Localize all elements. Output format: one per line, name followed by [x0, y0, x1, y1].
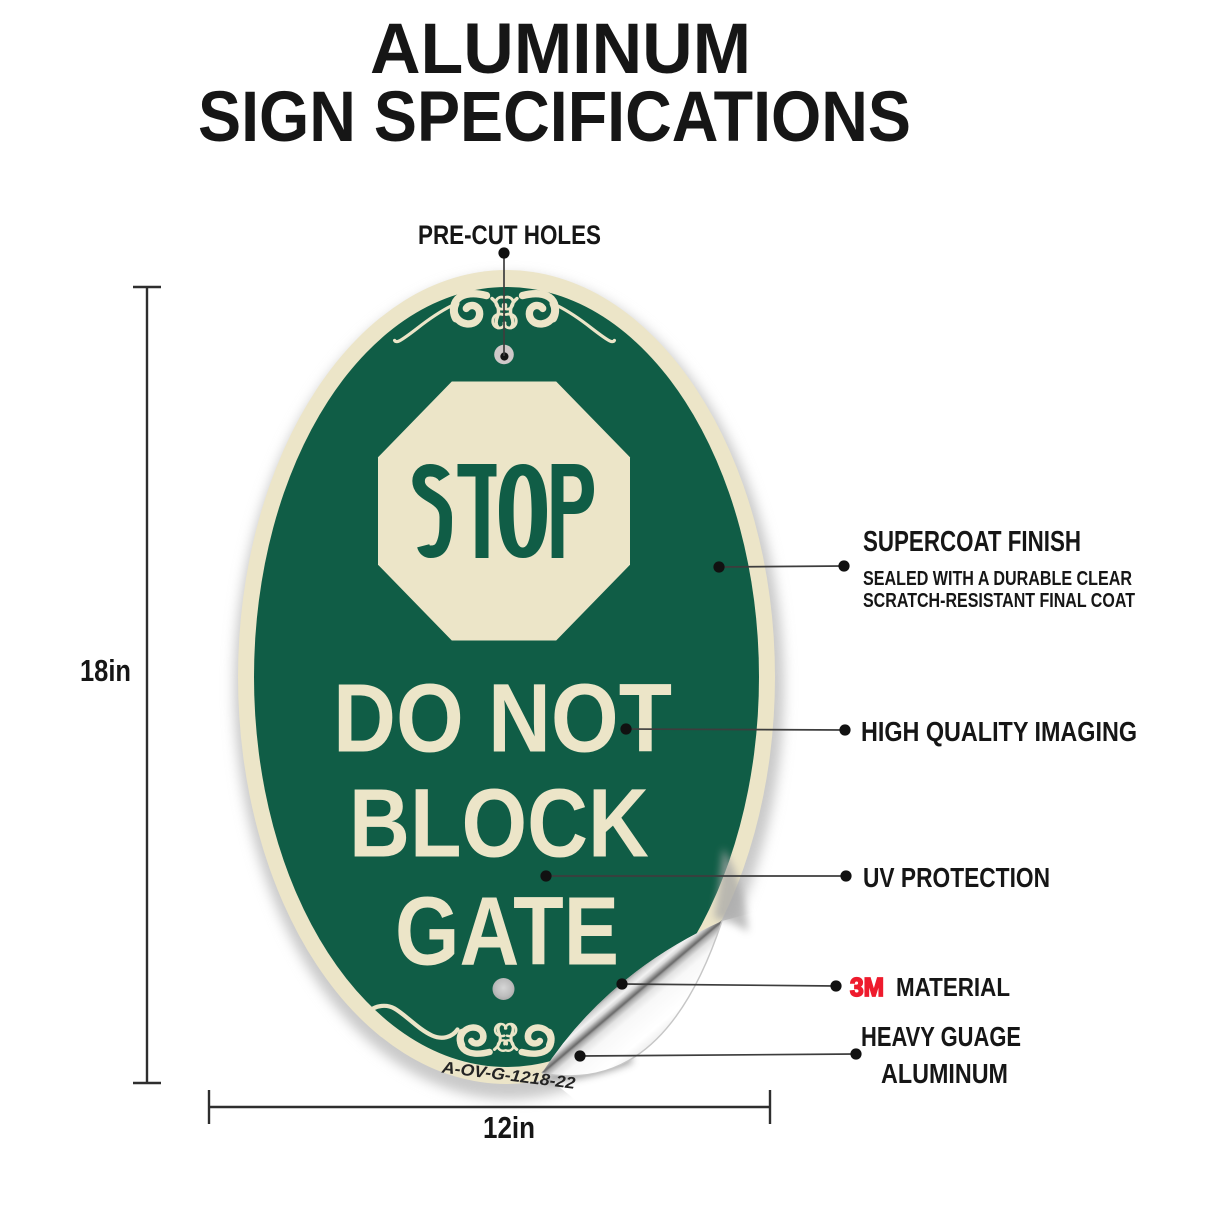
svg-text:BLOCK: BLOCK [349, 769, 649, 878]
svg-text:ALUMINUM: ALUMINUM [370, 10, 751, 89]
svg-text:12in: 12in [483, 1110, 535, 1145]
svg-text:18in: 18in [80, 653, 131, 688]
svg-text:PRE-CUT HOLES: PRE-CUT HOLES [418, 220, 601, 250]
svg-text:HEAVY GUAGE: HEAVY GUAGE [861, 1021, 1021, 1052]
svg-text:SIGN SPECIFICATIONS: SIGN SPECIFICATIONS [198, 78, 911, 157]
svg-text:MATERIAL: MATERIAL [896, 972, 1010, 1002]
svg-text:ALUMINUM: ALUMINUM [881, 1058, 1008, 1089]
svg-text:SCRATCH-RESISTANT FINAL COAT: SCRATCH-RESISTANT FINAL COAT [863, 590, 1135, 612]
svg-text:SUPERCOAT FINISH: SUPERCOAT FINISH [863, 526, 1081, 558]
svg-text:UV PROTECTION: UV PROTECTION [863, 862, 1050, 893]
svg-text:3M: 3M [850, 972, 884, 1002]
svg-text:SEALED WITH A DURABLE CLEAR: SEALED WITH A DURABLE CLEAR [863, 568, 1132, 590]
svg-text:DO NOT: DO NOT [333, 664, 672, 773]
svg-text:GATE: GATE [395, 877, 619, 986]
svg-text:HIGH QUALITY IMAGING: HIGH QUALITY IMAGING [861, 716, 1137, 747]
